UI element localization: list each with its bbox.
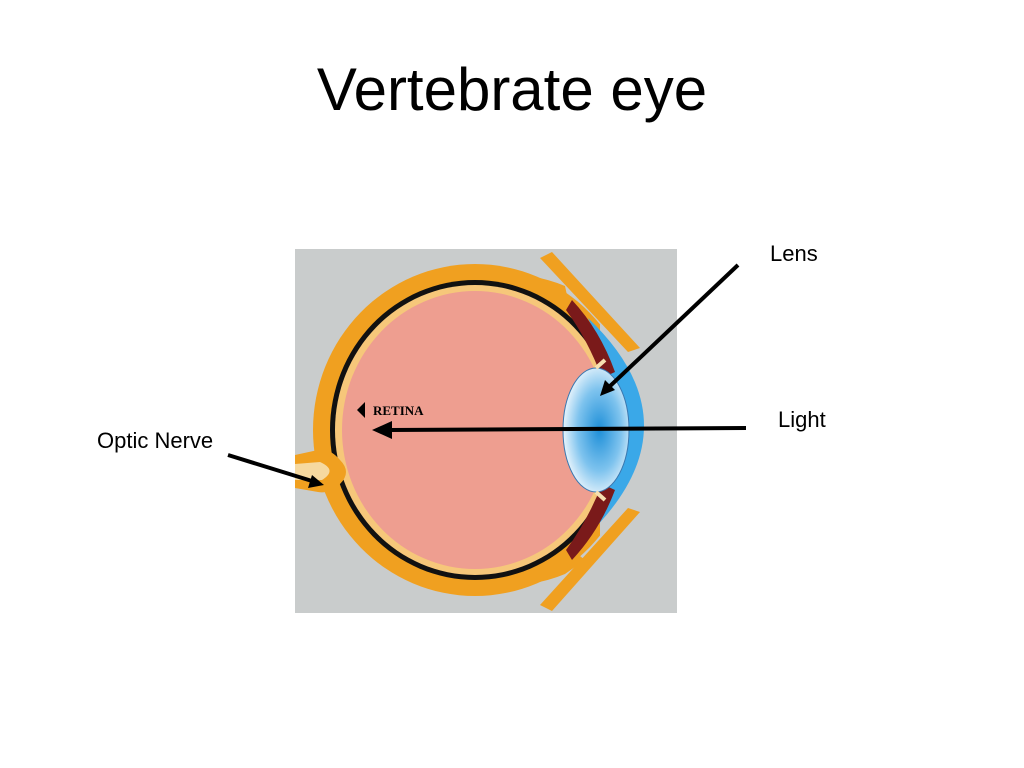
optic-nerve-arrowhead-icon (308, 475, 324, 488)
retina-marker-icon (357, 402, 365, 418)
retina-label: RETINA (373, 403, 424, 418)
iris-lower (566, 484, 615, 560)
slide-title: Vertebrate eye (316, 56, 708, 123)
lens-label: Lens (770, 241, 818, 266)
lens-arrowhead-icon (600, 380, 615, 396)
light-label: Light (778, 407, 826, 432)
optic-nerve-label: Optic Nerve (97, 428, 214, 453)
iris-upper (566, 300, 615, 378)
optic-nerve-callout-line (227, 453, 313, 483)
light-arrow-line (389, 426, 747, 432)
light-arrowhead-icon (372, 421, 392, 439)
lens-callout-line (606, 263, 740, 390)
